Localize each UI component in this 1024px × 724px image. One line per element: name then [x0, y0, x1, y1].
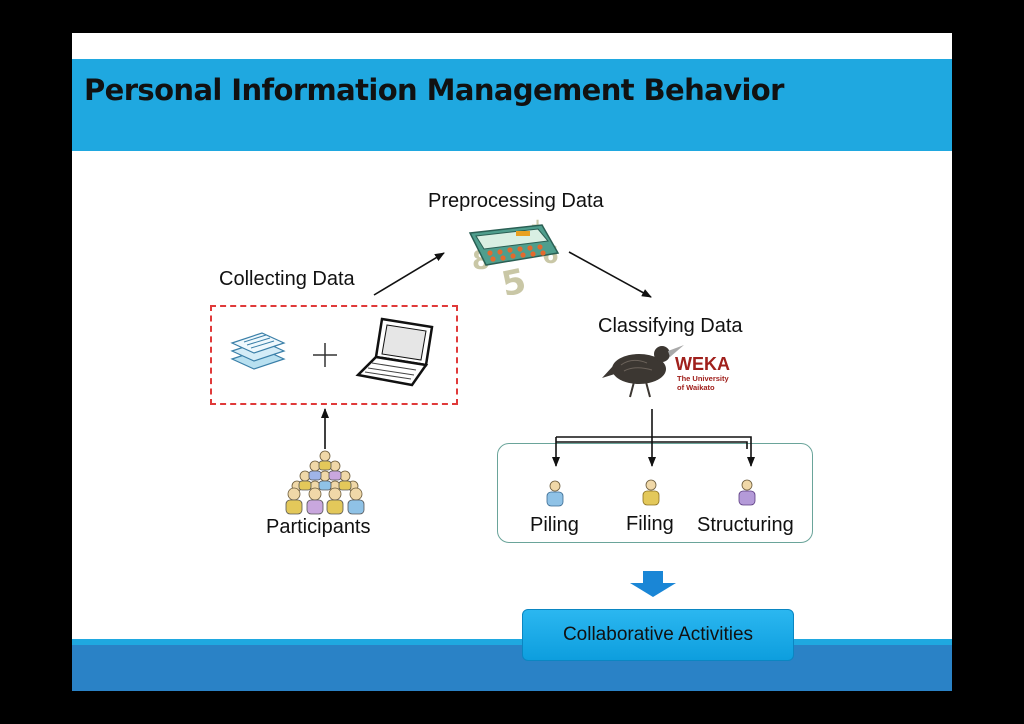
arrow-preprocess-to-classify [568, 251, 652, 298]
collection-group-box [210, 305, 458, 405]
laptop-icon [355, 317, 434, 387]
role-label-structuring: Structuring [697, 514, 794, 536]
person-icon-filing [642, 479, 660, 506]
role-label-filing: Filing [626, 513, 674, 535]
slide: Personal Information Management Behavior [72, 33, 952, 691]
role-label-piling: Piling [530, 514, 579, 536]
diagram-graphics: 5 8 + 6 [230, 215, 756, 597]
preprocessing-label: Preprocessing Data [428, 190, 604, 212]
branch-connector [552, 409, 755, 467]
person-icon-structuring [738, 479, 756, 506]
slide-title: Personal Information Management Behavior [84, 73, 784, 107]
roles-group-box [497, 443, 813, 543]
title-bar [72, 59, 952, 151]
collecting-label: Collecting Data [219, 268, 355, 290]
bottom-strip [72, 639, 952, 645]
documents-icon [230, 332, 286, 370]
collaborative-activities-label: Collaborative Activities [562, 624, 754, 645]
weka-bird-icon [602, 345, 684, 398]
person-icon-piling [546, 480, 564, 507]
weka-logo-text: WEKA [675, 354, 730, 374]
participants-icon [285, 450, 365, 515]
bottom-bar [72, 645, 952, 691]
plus-icon [313, 343, 337, 367]
classifying-label: Classifying Data [598, 315, 743, 337]
down-arrow-icon [630, 571, 676, 597]
arrow-collect-to-preprocess [373, 252, 445, 296]
participants-label: Participants [266, 516, 371, 538]
collaborative-activities-box: Collaborative Activities [522, 609, 794, 661]
svg-text:5: 5 [498, 261, 529, 305]
calculator-icon: 5 8 + 6 [468, 215, 560, 305]
